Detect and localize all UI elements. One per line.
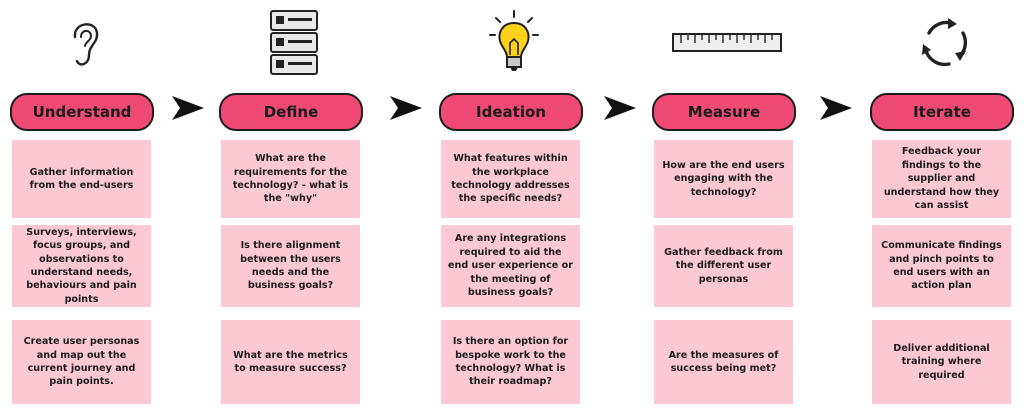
stage-iterate: Iterate Feedback your findings to the su… [870, 0, 1020, 408]
ruler-icon [652, 8, 802, 78]
stage-define: Define What are the requirements for the… [219, 0, 369, 408]
arrow-right-icon [390, 96, 422, 120]
stage-header: Measure [652, 93, 796, 131]
arrow-right-icon [820, 96, 852, 120]
checklist-icon [219, 8, 369, 78]
arrow-right-icon [604, 96, 636, 120]
stage-header: Understand [10, 93, 154, 131]
stage-card: What features within the workplace techn… [441, 140, 580, 218]
stage-understand: Understand Gather information from the e… [10, 0, 160, 408]
stage-card: What are the requirements for the techno… [221, 140, 360, 218]
arrow-right-icon [172, 96, 204, 120]
stage-header: Iterate [870, 93, 1014, 131]
stage-ideation: Ideation What features within the workpl… [439, 0, 589, 408]
stage-card: Gather information from the end-users [12, 140, 151, 218]
stage-card: Is there an option for bespoke work to t… [441, 320, 580, 404]
stage-card: How are the end users engaging with the … [654, 140, 793, 218]
stage-card: What are the metrics to measure success? [221, 320, 360, 404]
stage-card: Are the measures of success being met? [654, 320, 793, 404]
stage-card: Surveys, interviews, focus groups, and o… [12, 225, 151, 307]
ear-icon [10, 8, 160, 78]
stage-card: Communicate findings and pinch points to… [872, 225, 1011, 307]
stage-card: Are any integrations required to aid the… [441, 225, 580, 307]
stage-measure: Measure How are the end users engaging w… [652, 0, 802, 408]
stage-card: Create user personas and map out the cur… [12, 320, 151, 404]
stage-card: Feedback your findings to the supplier a… [872, 140, 1011, 218]
stage-header: Define [219, 93, 363, 131]
stage-card: Gather feedback from the different user … [654, 225, 793, 307]
lightbulb-icon [439, 8, 589, 78]
stage-card: Deliver additional training where requir… [872, 320, 1011, 404]
stage-card: Is there alignment between the users nee… [221, 225, 360, 307]
stage-header: Ideation [439, 93, 583, 131]
cycle-arrows-icon [870, 8, 1020, 78]
